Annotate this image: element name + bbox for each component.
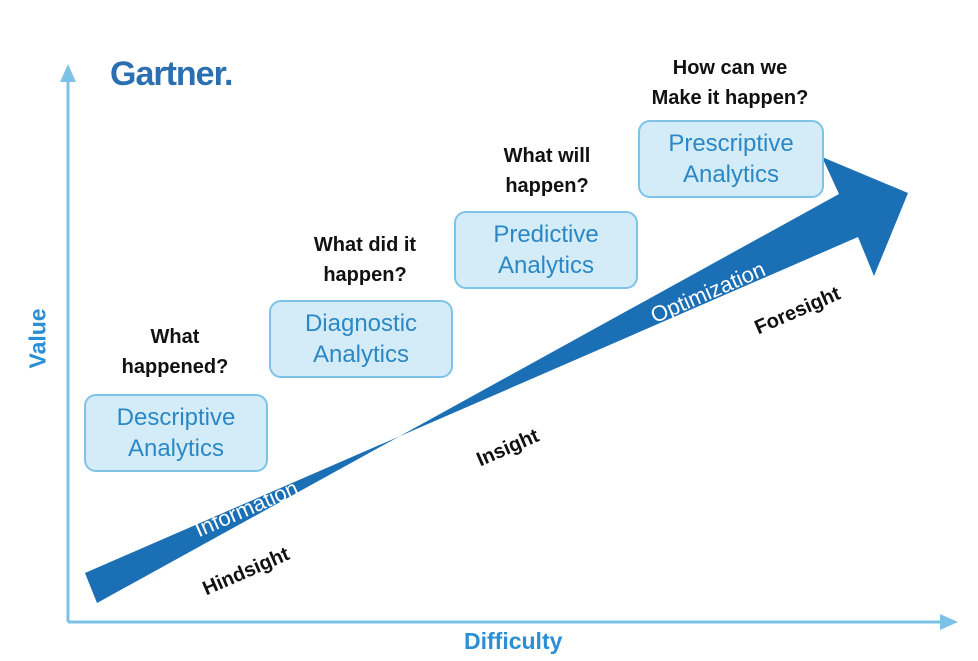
box-line: Analytics: [127, 435, 225, 462]
question-line: happen?: [505, 175, 589, 197]
box-line: Analytics: [497, 252, 595, 279]
question-how-can-we-make-it-happen: How can we Make it happen?: [625, 53, 835, 113]
question-line: How can we: [672, 57, 788, 79]
box-line: Descriptive: [116, 404, 236, 431]
box-line: Predictive: [493, 221, 599, 248]
growth-arrow: [85, 157, 908, 603]
question-line: Make it happen?: [651, 87, 809, 109]
box-line: Prescriptive: [668, 130, 794, 157]
box-line: Analytics: [682, 161, 780, 188]
question-what-happened: What happened?: [90, 322, 260, 382]
descriptive-analytics-box: Descriptive Analytics: [84, 394, 268, 472]
predictive-analytics-box: Predictive Analytics: [454, 211, 638, 289]
question-what-did-it-happen: What did it happen?: [280, 230, 450, 290]
question-line: What will: [503, 145, 591, 167]
question-line: What did it: [313, 234, 417, 256]
question-what-will-happen: What will happen?: [462, 141, 632, 201]
prescriptive-analytics-box: Prescriptive Analytics: [638, 120, 824, 198]
question-line: happen?: [323, 264, 407, 286]
diagnostic-analytics-box: Diagnostic Analytics: [269, 300, 453, 378]
x-axis-arrowhead: [940, 614, 958, 630]
question-line: What: [150, 326, 200, 348]
x-axis-label: Difficulty: [464, 628, 563, 654]
y-axis-arrowhead: [60, 64, 76, 82]
box-line: Analytics: [312, 341, 410, 368]
y-axis-label: Value: [24, 308, 51, 369]
question-line: happened?: [121, 356, 229, 378]
box-line: Diagnostic: [304, 310, 418, 337]
gartner-logo: Gartner.: [110, 55, 233, 93]
